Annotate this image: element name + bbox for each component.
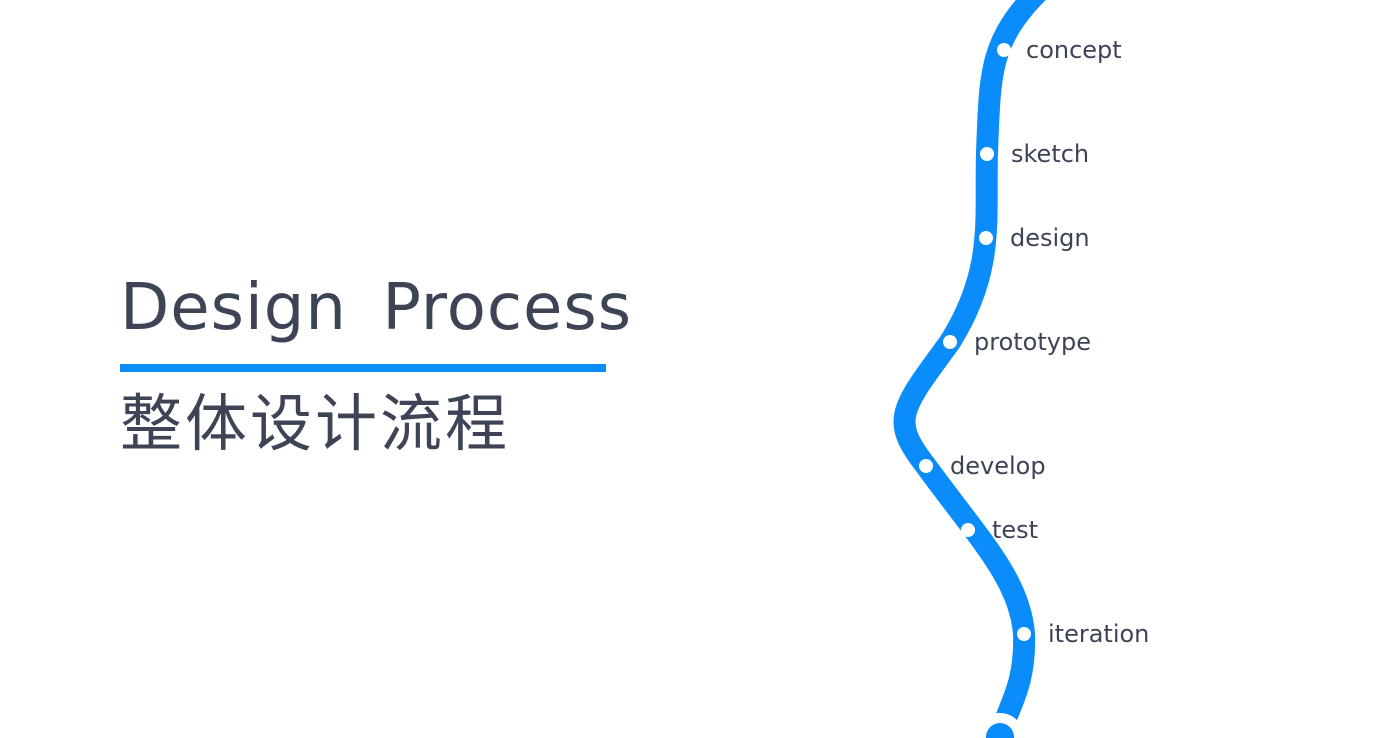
stage-concept: concept (997, 36, 1122, 64)
stage-label: design (1010, 224, 1090, 252)
start-marker-dot (986, 723, 1014, 738)
stage-iteration: iteration (1017, 620, 1149, 648)
title-chinese: 整体设计流程 (120, 387, 511, 460)
stage-label: iteration (1048, 620, 1149, 648)
stage-dot (980, 147, 994, 161)
stage-label: sketch (1011, 140, 1089, 168)
stage-dot (919, 459, 933, 473)
stage-design: design (979, 224, 1090, 252)
stage-label: prototype (974, 328, 1091, 356)
stage-dot (1017, 627, 1031, 641)
title-block: Design Process 整体设计流程 (120, 268, 633, 460)
timeline-start-marker (976, 713, 1024, 738)
stage-dot (997, 43, 1011, 57)
stage-label: concept (1026, 36, 1122, 64)
stage-develop: develop (919, 452, 1046, 480)
stage-dot (943, 335, 957, 349)
stage-prototype: prototype (943, 328, 1091, 356)
stage-test: test (961, 516, 1038, 544)
title-underline (120, 364, 606, 372)
timeline-path (893, 0, 1046, 738)
stage-label: test (992, 516, 1038, 544)
stage-label: develop (950, 452, 1046, 480)
stage-dot (979, 231, 993, 245)
stage-dot (961, 523, 975, 537)
stage-sketch: sketch (980, 140, 1089, 168)
title-english: Design Process (120, 271, 633, 345)
